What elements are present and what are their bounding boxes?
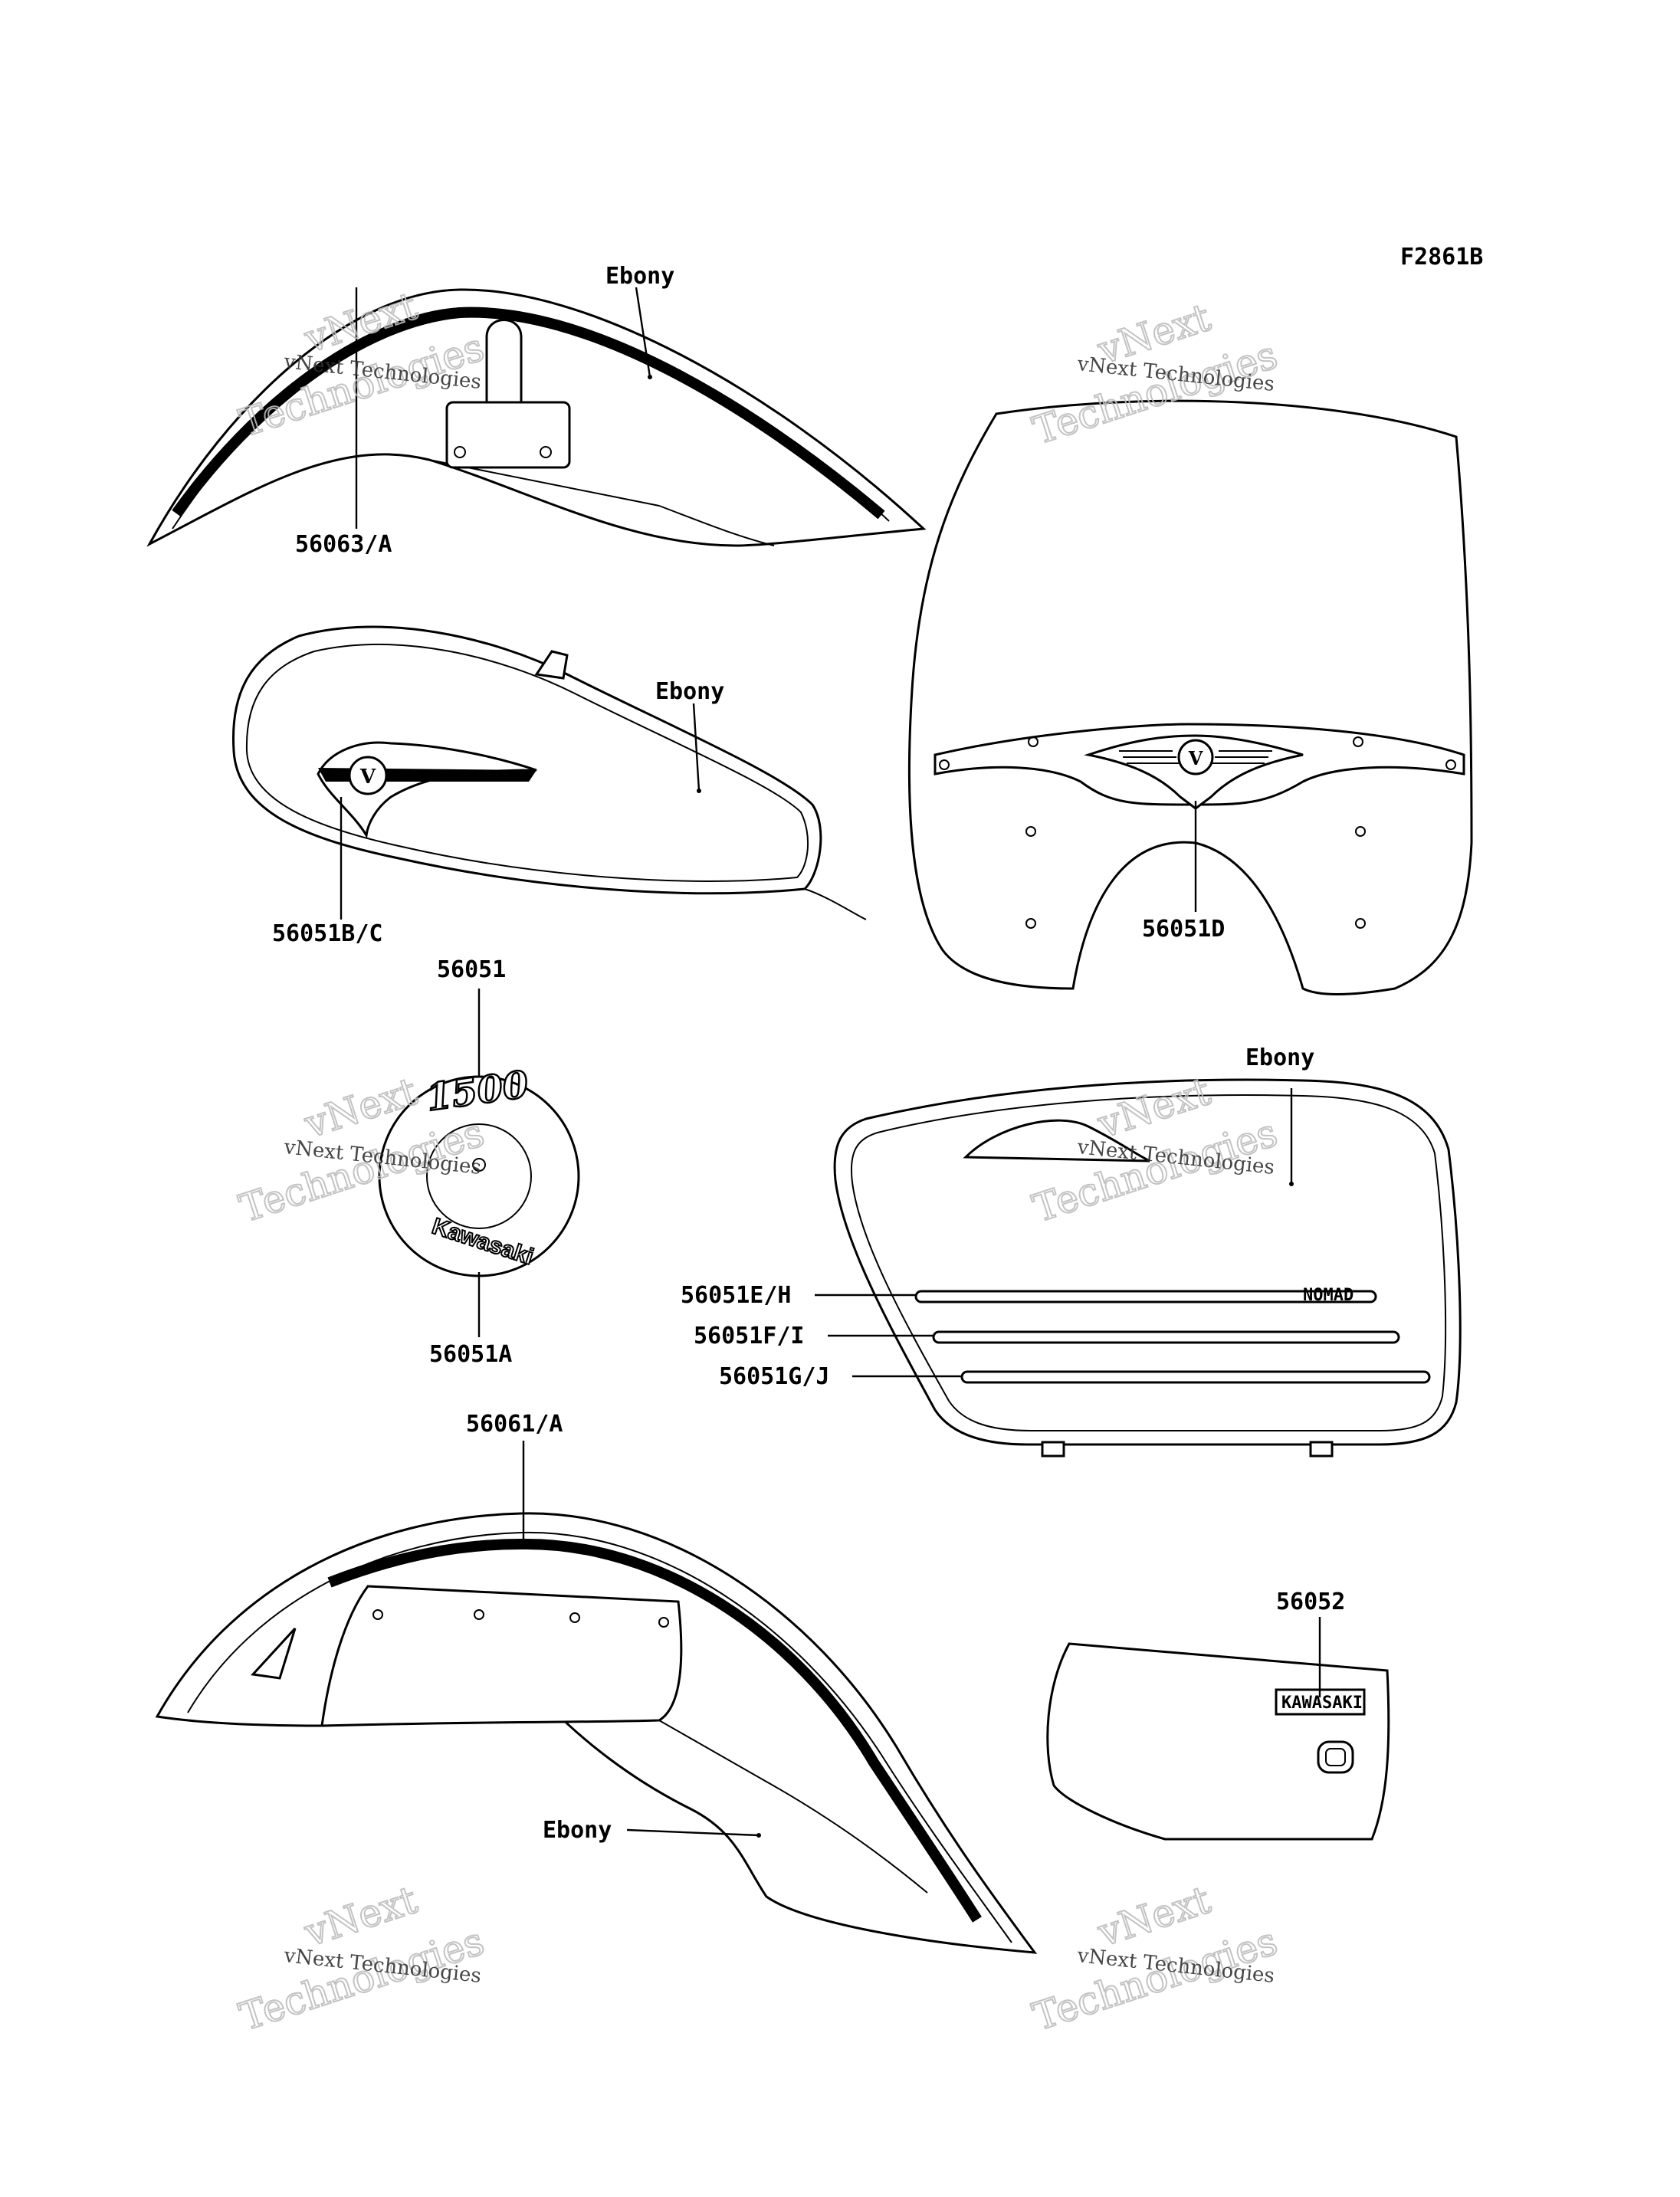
- tank-part-label: 56051B/C: [272, 920, 383, 947]
- leader-ebony-4: [626, 1828, 760, 1837]
- stripe-1-label: 56051E/H: [681, 1282, 792, 1309]
- stripe-text: NOMAD: [1303, 1286, 1354, 1305]
- watermark-bottom-left: vNext Technologies vNext Technologies: [234, 1877, 491, 2040]
- rear-fender-color-label: Ebony: [543, 1817, 612, 1844]
- side-cover: KAWASAKI: [1046, 1642, 1390, 1841]
- front-fender: [146, 288, 927, 547]
- front-fender-part-label: 56063/A: [295, 531, 392, 558]
- leader-ebony-1: [635, 287, 651, 378]
- saddlebag-color-label: Ebony: [1245, 1044, 1314, 1071]
- emblem-top-label: 56051: [437, 956, 506, 983]
- figure-code: F2861B: [1400, 244, 1483, 271]
- tank-color-label: Ebony: [655, 678, 724, 705]
- saddlebag: NOMAD: [833, 1078, 1462, 1458]
- rear-fender-part-label: 56061/A: [466, 1411, 563, 1438]
- windshield: V: [907, 399, 1473, 995]
- fuel-tank: V: [231, 625, 867, 920]
- leader-ebony-2: [692, 703, 701, 792]
- stripe-2-label: 56051F/I: [694, 1323, 805, 1349]
- side-cover-badge: KAWASAKI: [1281, 1694, 1363, 1713]
- emblem-bottom-label: 56051A: [429, 1341, 512, 1368]
- rear-fender: [155, 1512, 1038, 1954]
- front-fender-color-label: Ebony: [605, 263, 674, 290]
- side-cover-part-label: 56052: [1276, 1589, 1345, 1615]
- windshield-logo: V: [1188, 747, 1203, 769]
- stripe-3-label: 56051G/J: [719, 1363, 830, 1390]
- windshield-part-label: 56051D: [1142, 916, 1225, 943]
- tank-logo: V: [359, 766, 376, 789]
- watermark-bottom-right: vNext Technologies vNext Technologies: [1027, 1877, 1284, 2040]
